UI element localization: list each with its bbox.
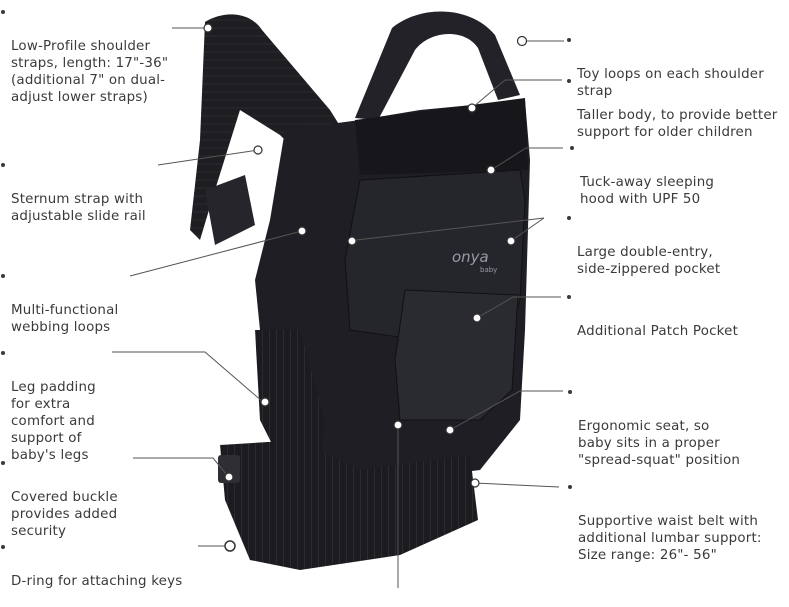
label-patch-pocket: Additional Patch Pocket: [567, 289, 738, 357]
waist-belt-shape: [220, 440, 478, 570]
label-double-entry-pocket: Large double-entry, side-zippered pocket: [567, 210, 720, 295]
label-sternum-strap: Sternum strap with adjustable slide rail: [1, 157, 146, 242]
label-sleeping-hood: Tuck-away sleeping hood with UPF 50: [570, 140, 714, 225]
bullet-icon: [567, 295, 571, 299]
bullet-icon: [568, 485, 572, 489]
right-shoulder-strap: [355, 11, 520, 121]
bullet-icon: [1, 10, 5, 14]
bullet-icon: [1, 274, 5, 278]
label-ergonomic-seat: Ergonomic seat, so baby sits in a proper…: [568, 384, 740, 486]
toy-loop-shape: [516, 35, 528, 47]
sternum-strap-shape: [205, 175, 255, 245]
label-leg-padding: Leg padding for extra comfort and suppor…: [1, 345, 96, 481]
buckle-shape: [218, 455, 240, 483]
callout-dots: [203, 23, 516, 488]
bullet-icon: [1, 351, 5, 355]
leg-padding-shape: [255, 330, 325, 470]
brand-logo-sub: baby: [480, 266, 497, 274]
bullet-icon: [568, 390, 572, 394]
baby-carrier-illustration: onya baby: [112, 11, 564, 588]
label-waist-belt: Supportive waist belt with additional lu…: [568, 479, 762, 581]
patch-pocket-panel: [394, 289, 519, 421]
bullet-icon: [570, 146, 574, 150]
label-d-ring: D-ring for attaching keys: [1, 539, 182, 607]
bullet-icon: [1, 545, 5, 549]
bullet-icon: [567, 38, 571, 42]
bullet-icon: [567, 216, 571, 220]
feature-diagram: onya baby: [1, 4, 777, 589]
label-covered-buckle: Covered buckle provides added security: [1, 455, 118, 557]
label-webbing-loops: Multi-functional webbing loops: [1, 268, 118, 353]
label-toy-loops: Toy loops on each shoulder strap: [567, 32, 764, 117]
bullet-icon: [1, 163, 5, 167]
left-shoulder-strap: [190, 14, 355, 240]
label-shoulder-straps: Low-Profile shoulder straps, length: 17"…: [1, 4, 168, 123]
brand-logo: onya: [452, 248, 489, 266]
leader-lines: [112, 27, 564, 588]
d-ring-shape: [224, 540, 236, 552]
bullet-icon: [567, 79, 571, 83]
bullet-icon: [1, 461, 5, 465]
label-taller-body: Taller body, to provide better support f…: [567, 73, 777, 158]
hood-panel: [355, 98, 528, 175]
